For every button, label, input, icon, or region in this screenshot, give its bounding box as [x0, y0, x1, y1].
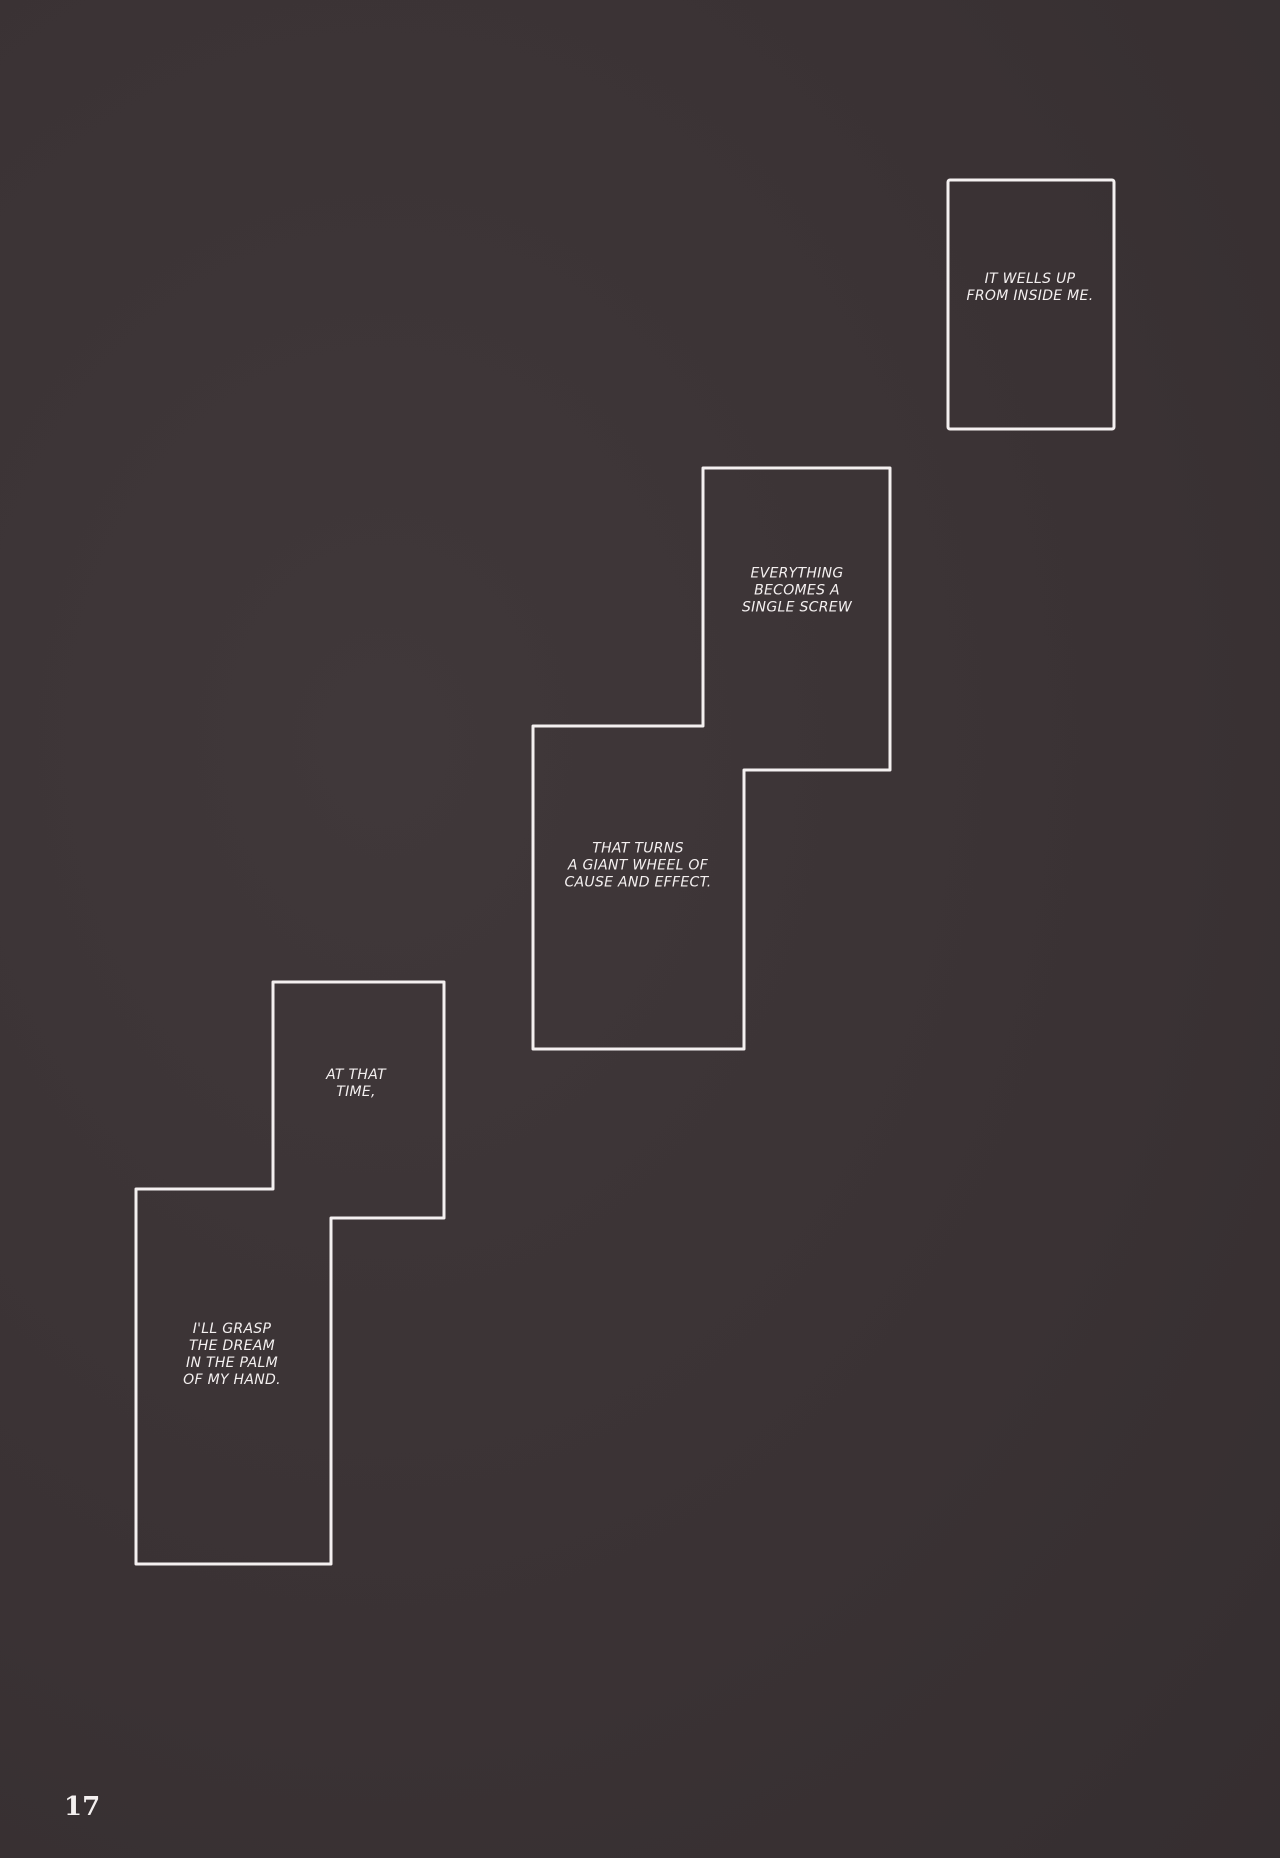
caption-line: BECOMES A — [754, 582, 840, 599]
caption-line: A GIANT WHEEL OF — [567, 857, 709, 874]
caption-line: CAUSE AND EFFECT. — [564, 874, 712, 891]
caption-2: EVERYTHING BECOMES A SINGLE SCREW — [742, 566, 852, 617]
caption-line: EVERYTHING — [750, 565, 844, 582]
caption-line: THE DREAM — [188, 1338, 276, 1354]
page-number: 17 — [64, 1792, 101, 1822]
caption-5: I'LL GRASP THE DREAM IN THE PALM OF MY H… — [183, 1321, 281, 1389]
panel-frame-1 — [946, 178, 1116, 431]
caption-line: AT THAT — [326, 1067, 386, 1083]
caption-line: THAT TURNS — [592, 840, 684, 857]
caption-line: SINGLE SCREW — [741, 599, 853, 616]
caption-line: FROM INSIDE ME. — [966, 288, 1094, 304]
caption-line: IT WELLS UP — [984, 271, 1076, 287]
caption-4: AT THAT TIME, — [326, 1067, 386, 1101]
caption-1: IT WELLS UP FROM INSIDE ME. — [967, 271, 1094, 305]
panel-frame-3 — [134, 980, 446, 1566]
caption-line: IN THE PALM — [186, 1355, 278, 1371]
caption-line: TIME, — [336, 1084, 376, 1100]
panel-frame-2 — [531, 466, 892, 1051]
caption-3: THAT TURNS A GIANT WHEEL OF CAUSE AND EF… — [564, 841, 711, 892]
caption-line: OF MY HAND. — [183, 1372, 281, 1388]
caption-line: I'LL GRASP — [192, 1321, 272, 1337]
